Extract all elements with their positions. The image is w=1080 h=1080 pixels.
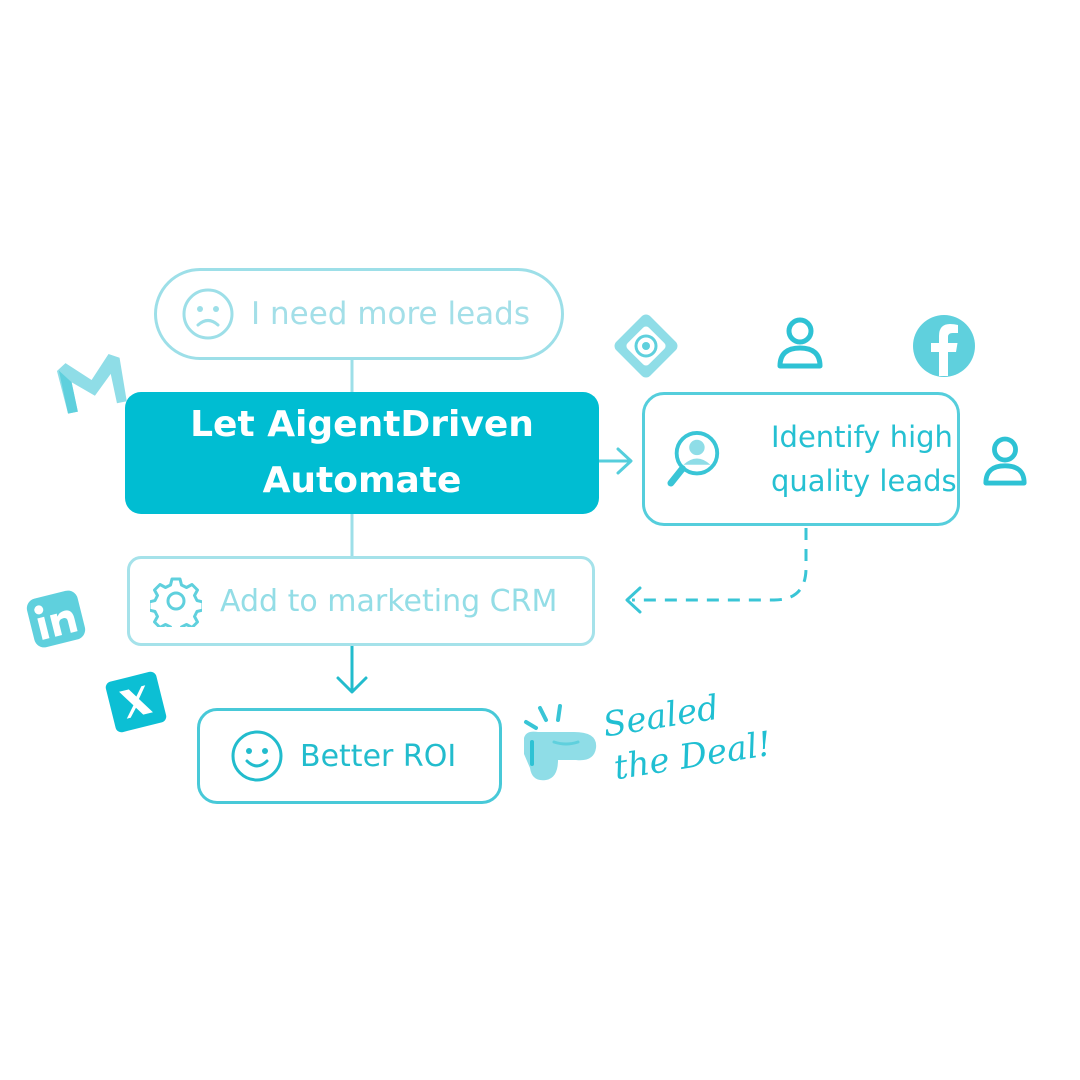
crm-label: Add to marketing CRM [220,583,558,619]
identify-label-line1: Identify high [771,420,953,454]
linkedin-icon [26,590,86,648]
node-aigentdriven-automate: Let AigentDriven Automate [125,392,599,514]
user-icon [777,317,823,369]
happy-face-icon [231,730,283,782]
dashed-connector-identify-to-crm [632,528,808,602]
facebook-icon [913,315,975,377]
node-add-to-crm: Add to marketing CRM [127,556,595,646]
sad-face-icon [182,288,234,340]
x-icon [105,671,167,733]
node-identify-leads: Identify high quality leads [642,392,960,526]
user-search-icon [667,431,720,487]
automate-label-line2: Automate [262,460,462,501]
need-more-leads-label: I need more leads [251,296,530,332]
user-icon [983,436,1027,486]
arrowhead-automate-to-identify [616,447,633,475]
arrowhead-identify-to-crm [625,586,642,614]
automate-label-line1: Let AigentDriven [190,404,534,445]
identify-label-line2: quality leads [771,464,957,498]
target-icon [614,314,678,378]
handshake-icon [524,704,597,781]
arrowhead-crm-to-roi [336,676,368,694]
gmail-icon [56,353,127,414]
roi-label: Better ROI [300,738,457,774]
node-better-roi: Better ROI [197,708,502,804]
node-need-more-leads: I need more leads [154,268,564,360]
gear-icon [150,577,202,627]
